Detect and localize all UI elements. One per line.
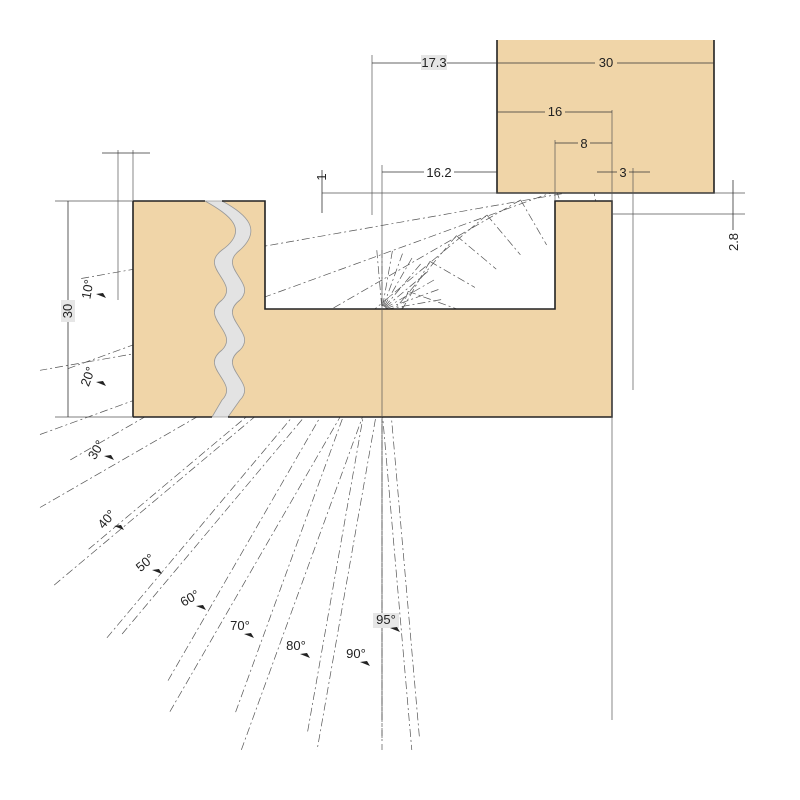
- angle-arrow-icon: [96, 293, 106, 298]
- angle-arrow-icon: [114, 525, 124, 530]
- dim-3: 3: [619, 165, 626, 180]
- dim-1: 1: [314, 173, 329, 180]
- dim-17-3: 17.3: [421, 55, 446, 70]
- angle-arrow-icon: [300, 653, 310, 658]
- dim-16: 16: [548, 104, 562, 119]
- angle-arrow-icon: [152, 569, 162, 574]
- angle-arrow-icon: [360, 661, 370, 666]
- dim-30-door: 30: [599, 55, 613, 70]
- door-face-ray-95: [378, 378, 413, 751]
- dim-8: 8: [580, 136, 587, 151]
- door-face-ray-50: [121, 235, 457, 635]
- angle-label-30: 30°: [85, 437, 108, 462]
- angle-label-70: 70°: [230, 618, 250, 633]
- dim-16-2: 16.2: [426, 165, 451, 180]
- opening-rays: [39, 187, 603, 751]
- door-edge-40: [486, 214, 521, 256]
- angle-label-10: 10°: [78, 278, 96, 300]
- angle-arrow-icon: [196, 605, 206, 610]
- angle-label-40: 40°: [94, 507, 118, 532]
- angle-arrow-icon: [244, 633, 254, 638]
- cabinet-panel: [132, 200, 613, 418]
- extension-lines: [55, 55, 745, 720]
- angle-arrow-icon: [390, 627, 400, 632]
- angle-label-50: 50°: [133, 550, 158, 574]
- dim-30-panel: 30: [60, 304, 75, 318]
- angle-label-95: 95°: [376, 612, 396, 627]
- door-edge-60: [429, 261, 476, 288]
- angle-arrow-icon: [96, 381, 106, 386]
- angle-label-20: 20°: [77, 365, 98, 389]
- door-edge-70: [408, 290, 458, 310]
- angle-label-80: 80°: [286, 638, 306, 653]
- angle-label-bg: [373, 613, 399, 628]
- door-edge-50: [456, 235, 497, 270]
- angle-arrow-icon: [104, 455, 114, 460]
- dimension-labels: 17.3 30 16 8 16.2 3 1 2.8 30: [60, 55, 741, 322]
- door-edge-30: [520, 199, 547, 246]
- dim-2-8: 2.8: [726, 233, 741, 251]
- angle-label-90: 90°: [346, 646, 366, 661]
- break-band: [203, 200, 252, 418]
